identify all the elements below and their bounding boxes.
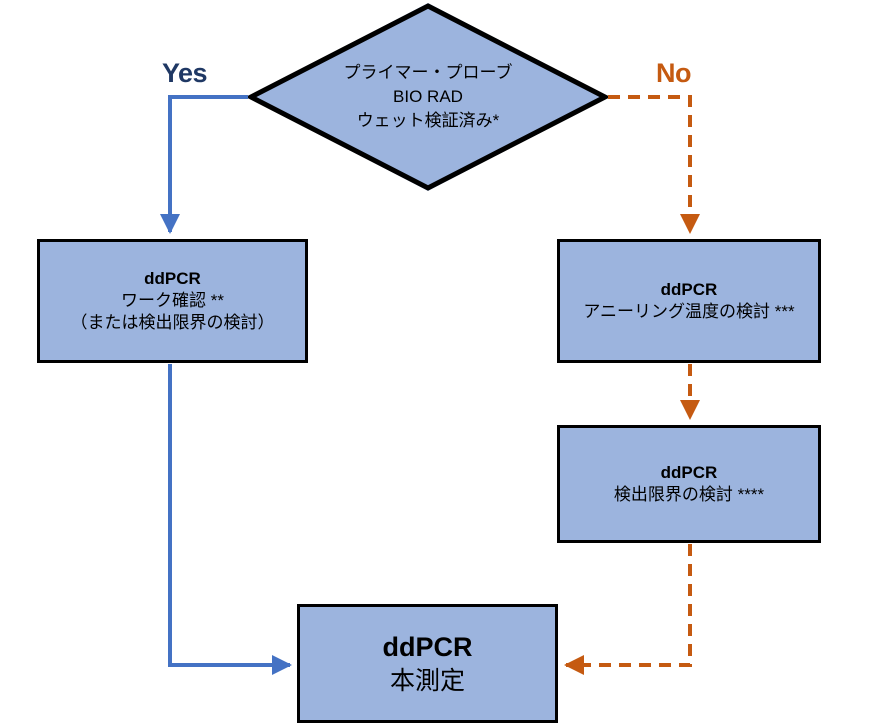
work-check-line-2: ワーク確認 ** — [121, 291, 224, 311]
lod-line-2: 検出限界の検討 **** — [613, 485, 765, 504]
edge-work-check-to-main — [168, 364, 292, 675]
diamond-outline — [248, 3, 608, 191]
process-node-work-check[interactable]: ddPCR ワーク確認 ** （または検出限界の検討） — [37, 239, 308, 363]
decision-line-2: BIO RAD — [393, 86, 463, 106]
process-node-main-measurement[interactable]: ddPCR 本測定 — [297, 604, 558, 723]
decision-line-3: ウェット検証済み* — [356, 111, 500, 131]
edge-yes-branch — [160, 95, 248, 234]
annealing-line-1: ddPCR — [660, 280, 718, 300]
edge-label-no: No — [656, 58, 692, 88]
edge-no-branch — [608, 95, 700, 234]
edge-lod-to-main — [564, 544, 692, 675]
edge-label-yes: Yes — [162, 58, 208, 88]
decision-node-label: プライマー・プローブ BIO RAD ウェット検証済み* — [248, 3, 608, 191]
decision-line-1: プライマー・プローブ — [343, 62, 513, 82]
annealing-line-2: アニーリング温度の検討 *** — [583, 302, 795, 321]
main-assay-line-1: ddPCR — [382, 632, 473, 663]
main-assay-line-2: 本測定 — [389, 666, 465, 695]
work-check-line-1: ddPCR — [144, 269, 201, 289]
lod-line-1: ddPCR — [660, 463, 718, 483]
process-node-annealing-temp[interactable]: ddPCR アニーリング温度の検討 *** — [557, 239, 821, 363]
work-check-line-3: （または検出限界の検討） — [70, 312, 275, 332]
decision-node-primer-probe[interactable]: プライマー・プローブ BIO RAD ウェット検証済み* — [248, 3, 608, 191]
process-node-limit-of-detection[interactable]: ddPCR 検出限界の検討 **** — [557, 425, 821, 543]
